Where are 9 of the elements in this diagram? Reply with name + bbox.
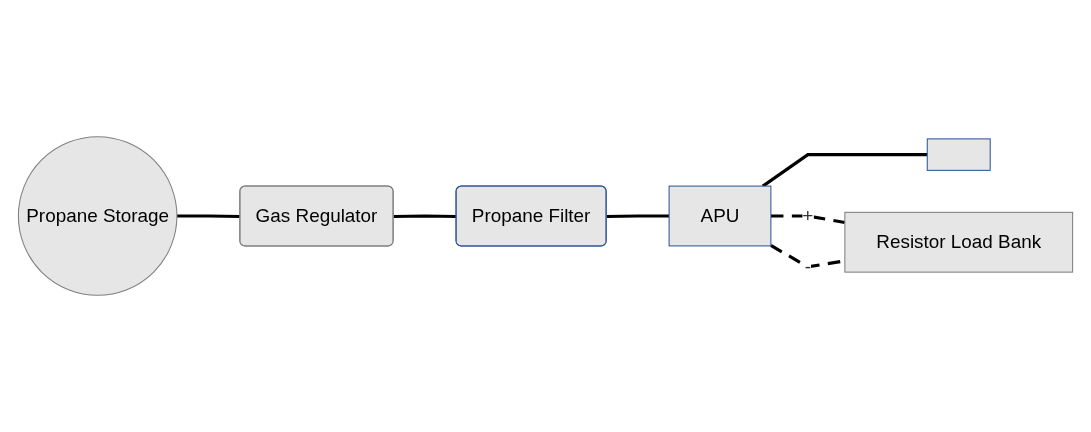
connector [761, 153, 928, 188]
node-box: Resistor Load Bank [844, 211, 1074, 273]
node-box: APU [668, 185, 772, 247]
edge-label: + [802, 204, 814, 226]
edge-label: - [804, 255, 812, 277]
node-box [926, 138, 991, 171]
node-circle: Propane Storage [17, 136, 178, 296]
connector [393, 214, 457, 219]
connector [606, 214, 670, 219]
